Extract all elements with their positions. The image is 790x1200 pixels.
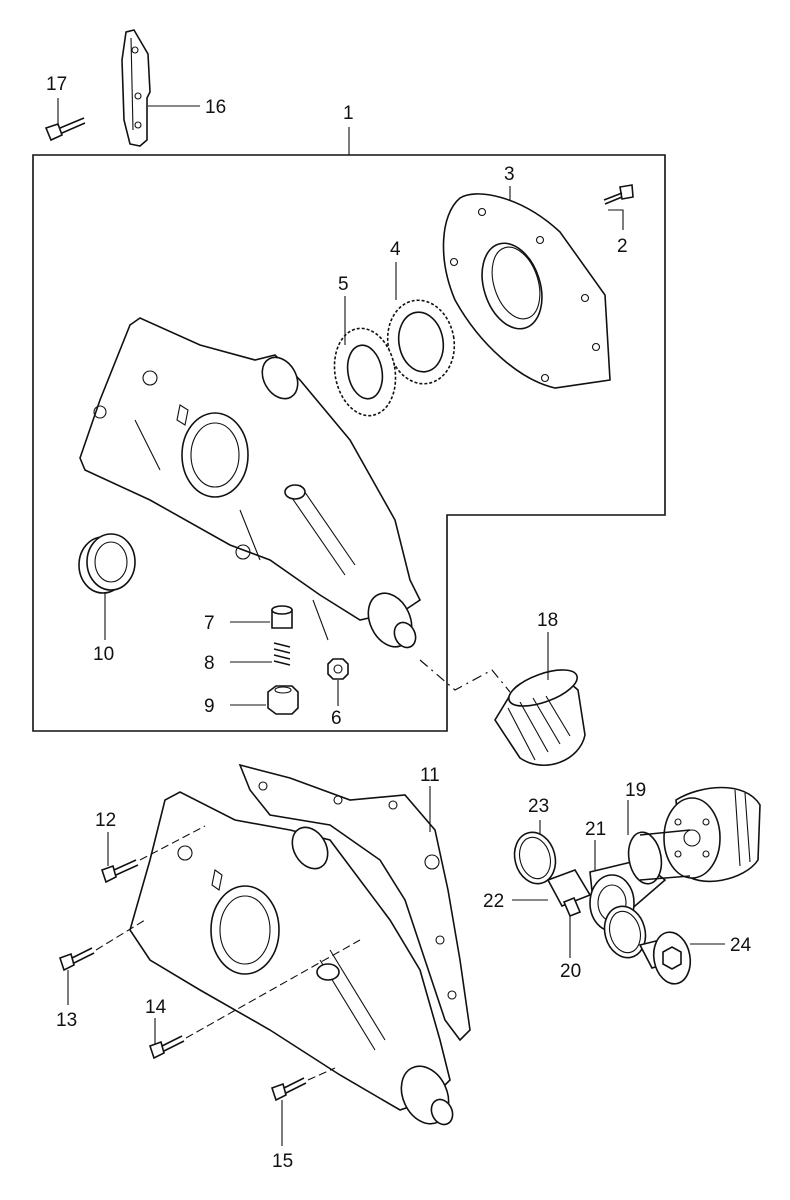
- part-22-fitting: [546, 869, 592, 918]
- callout-12: 12: [95, 810, 116, 831]
- part-6-nut: [327, 658, 349, 680]
- centerline-6: [312, 599, 329, 641]
- centerline-18: [419, 659, 511, 693]
- part-15-bolt: [270, 1067, 336, 1102]
- part-13-bolt: [58, 919, 146, 972]
- callout-labels: 1 2 3 4 5 6 7 8 9 10 11 12 13 14 15 16 1…: [46, 74, 752, 1172]
- callout-6: 6: [331, 708, 342, 729]
- callout-11: 11: [420, 765, 440, 786]
- assembly-frame: [32, 154, 666, 732]
- part-9-plug: [267, 685, 299, 715]
- part-23-o-ring: [513, 831, 557, 885]
- part-18-oil-filter-element: [494, 669, 586, 767]
- callout-2: 2: [617, 236, 628, 257]
- part-14-bolt: [148, 939, 361, 1060]
- callout-24: 24: [730, 935, 752, 956]
- callout-19: 19: [625, 780, 646, 801]
- callout-18: 18: [537, 610, 558, 631]
- callout-4: 4: [390, 239, 401, 260]
- callout-21: 21: [585, 819, 606, 840]
- callout-16: 16: [205, 97, 226, 118]
- part-3-rear-plate: [442, 193, 611, 389]
- part-8-spring: [273, 642, 291, 666]
- part-24-connector-bolt: [638, 931, 692, 985]
- callout-7: 7: [204, 613, 215, 634]
- part-16-bracket: [121, 29, 151, 147]
- callout-8: 8: [204, 653, 215, 674]
- callout-22: 22: [483, 891, 504, 912]
- callout-3: 3: [504, 164, 515, 185]
- callout-15: 15: [272, 1151, 293, 1172]
- leader-lines: [57, 98, 725, 1146]
- callout-1: 1: [343, 103, 354, 124]
- part-20-o-ring: [603, 905, 647, 959]
- part-10-seal: [78, 533, 136, 594]
- oil-pump-housing-top: [79, 317, 422, 649]
- callout-23: 23: [528, 796, 549, 817]
- callout-14: 14: [145, 997, 167, 1018]
- callout-10: 10: [93, 644, 114, 665]
- part-4-gear-ring: [386, 299, 456, 385]
- callout-13: 13: [56, 1010, 77, 1031]
- callout-9: 9: [204, 696, 215, 717]
- oil-pump-housing-bottom: [129, 763, 471, 1126]
- part-17-bolt: [44, 117, 86, 142]
- callout-5: 5: [338, 274, 349, 295]
- part-2-bolt: [603, 184, 634, 205]
- callout-20: 20: [560, 961, 581, 982]
- part-7-plunger: [271, 605, 293, 629]
- callout-17: 17: [46, 74, 67, 95]
- part-19-oil-filter: [663, 786, 761, 883]
- part-12-bolt: [100, 825, 206, 884]
- part-5-gear-ring: [333, 327, 397, 417]
